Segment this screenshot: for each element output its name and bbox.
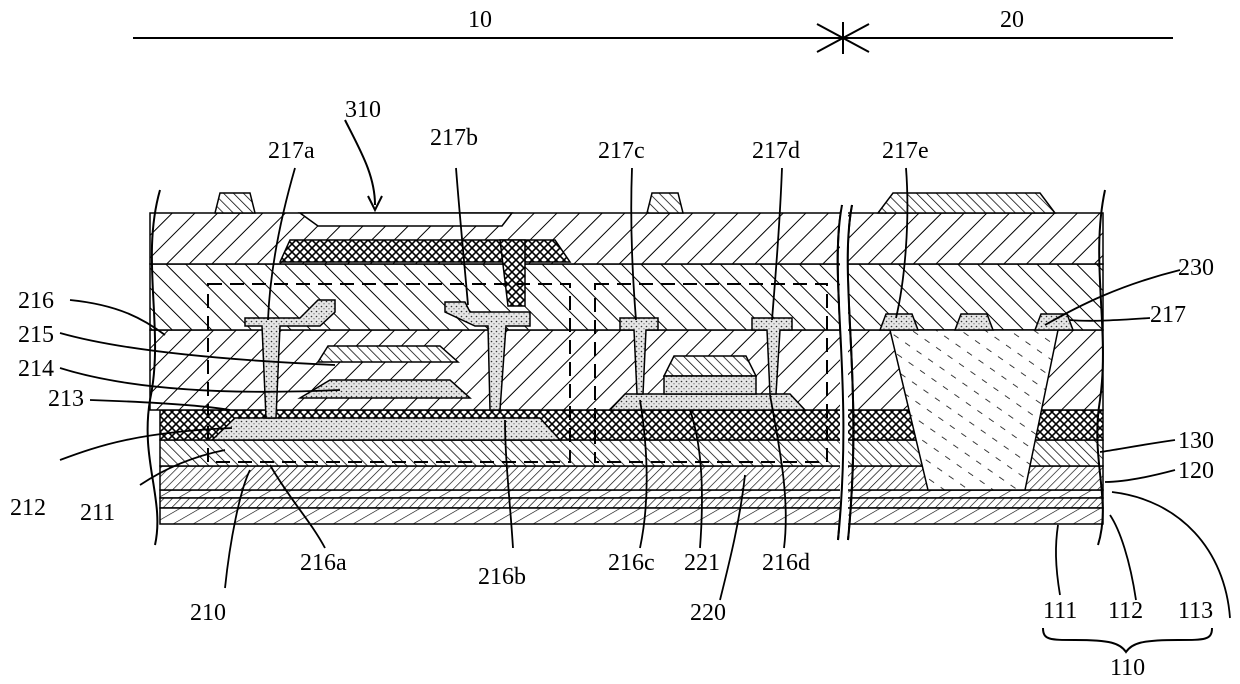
label-216: 216 xyxy=(18,288,54,314)
label-310: 310 xyxy=(345,97,381,123)
region-indicator: 10 20 xyxy=(133,7,1173,54)
brace-110 xyxy=(1043,628,1212,652)
label-215: 215 xyxy=(18,322,54,348)
label-230: 230 xyxy=(1178,255,1214,281)
pads-217 xyxy=(880,314,1073,330)
label-110: 110 xyxy=(1110,655,1145,681)
region-10-label: 10 xyxy=(468,7,492,33)
region-20-label: 20 xyxy=(1000,7,1024,33)
arrow-310: 310 xyxy=(345,97,382,210)
label-211: 211 xyxy=(80,500,115,526)
top-pad-3 xyxy=(878,193,1055,213)
label-217c: 217c xyxy=(598,138,645,164)
opening-310 xyxy=(300,213,512,226)
label-213: 213 xyxy=(48,386,84,412)
label-120: 120 xyxy=(1178,458,1214,484)
label-214: 214 xyxy=(18,356,54,382)
top-pad-2 xyxy=(647,193,683,213)
semiconductor-221 xyxy=(610,394,805,410)
label-216b: 216b xyxy=(478,564,526,590)
label-217a: 217a xyxy=(268,138,315,164)
label-217b: 217b xyxy=(430,125,478,151)
label-216d: 216d xyxy=(762,550,810,576)
gate-insulator-214 xyxy=(300,380,470,398)
label-217e: 217e xyxy=(882,138,929,164)
label-216c: 216c xyxy=(608,550,655,576)
label-216a: 216a xyxy=(300,550,347,576)
gate-215 xyxy=(318,346,458,362)
label-111: 111 xyxy=(1043,598,1077,624)
label-220: 220 xyxy=(690,600,726,626)
label-210: 210 xyxy=(190,600,226,626)
label-130: 130 xyxy=(1178,428,1214,454)
gate-220 xyxy=(664,356,756,376)
top-pad-1 xyxy=(215,193,255,213)
label-221: 221 xyxy=(684,550,720,576)
label-217d: 217d xyxy=(752,138,800,164)
substrate-110 xyxy=(160,490,1103,524)
semiconductor-212 xyxy=(212,418,560,440)
top-electrode xyxy=(280,240,570,262)
label-112: 112 xyxy=(1108,598,1143,624)
label-113: 113 xyxy=(1178,598,1213,624)
label-212: 212 xyxy=(10,495,46,521)
gate-220-insulator xyxy=(664,376,756,394)
label-217: 217 xyxy=(1150,302,1186,328)
